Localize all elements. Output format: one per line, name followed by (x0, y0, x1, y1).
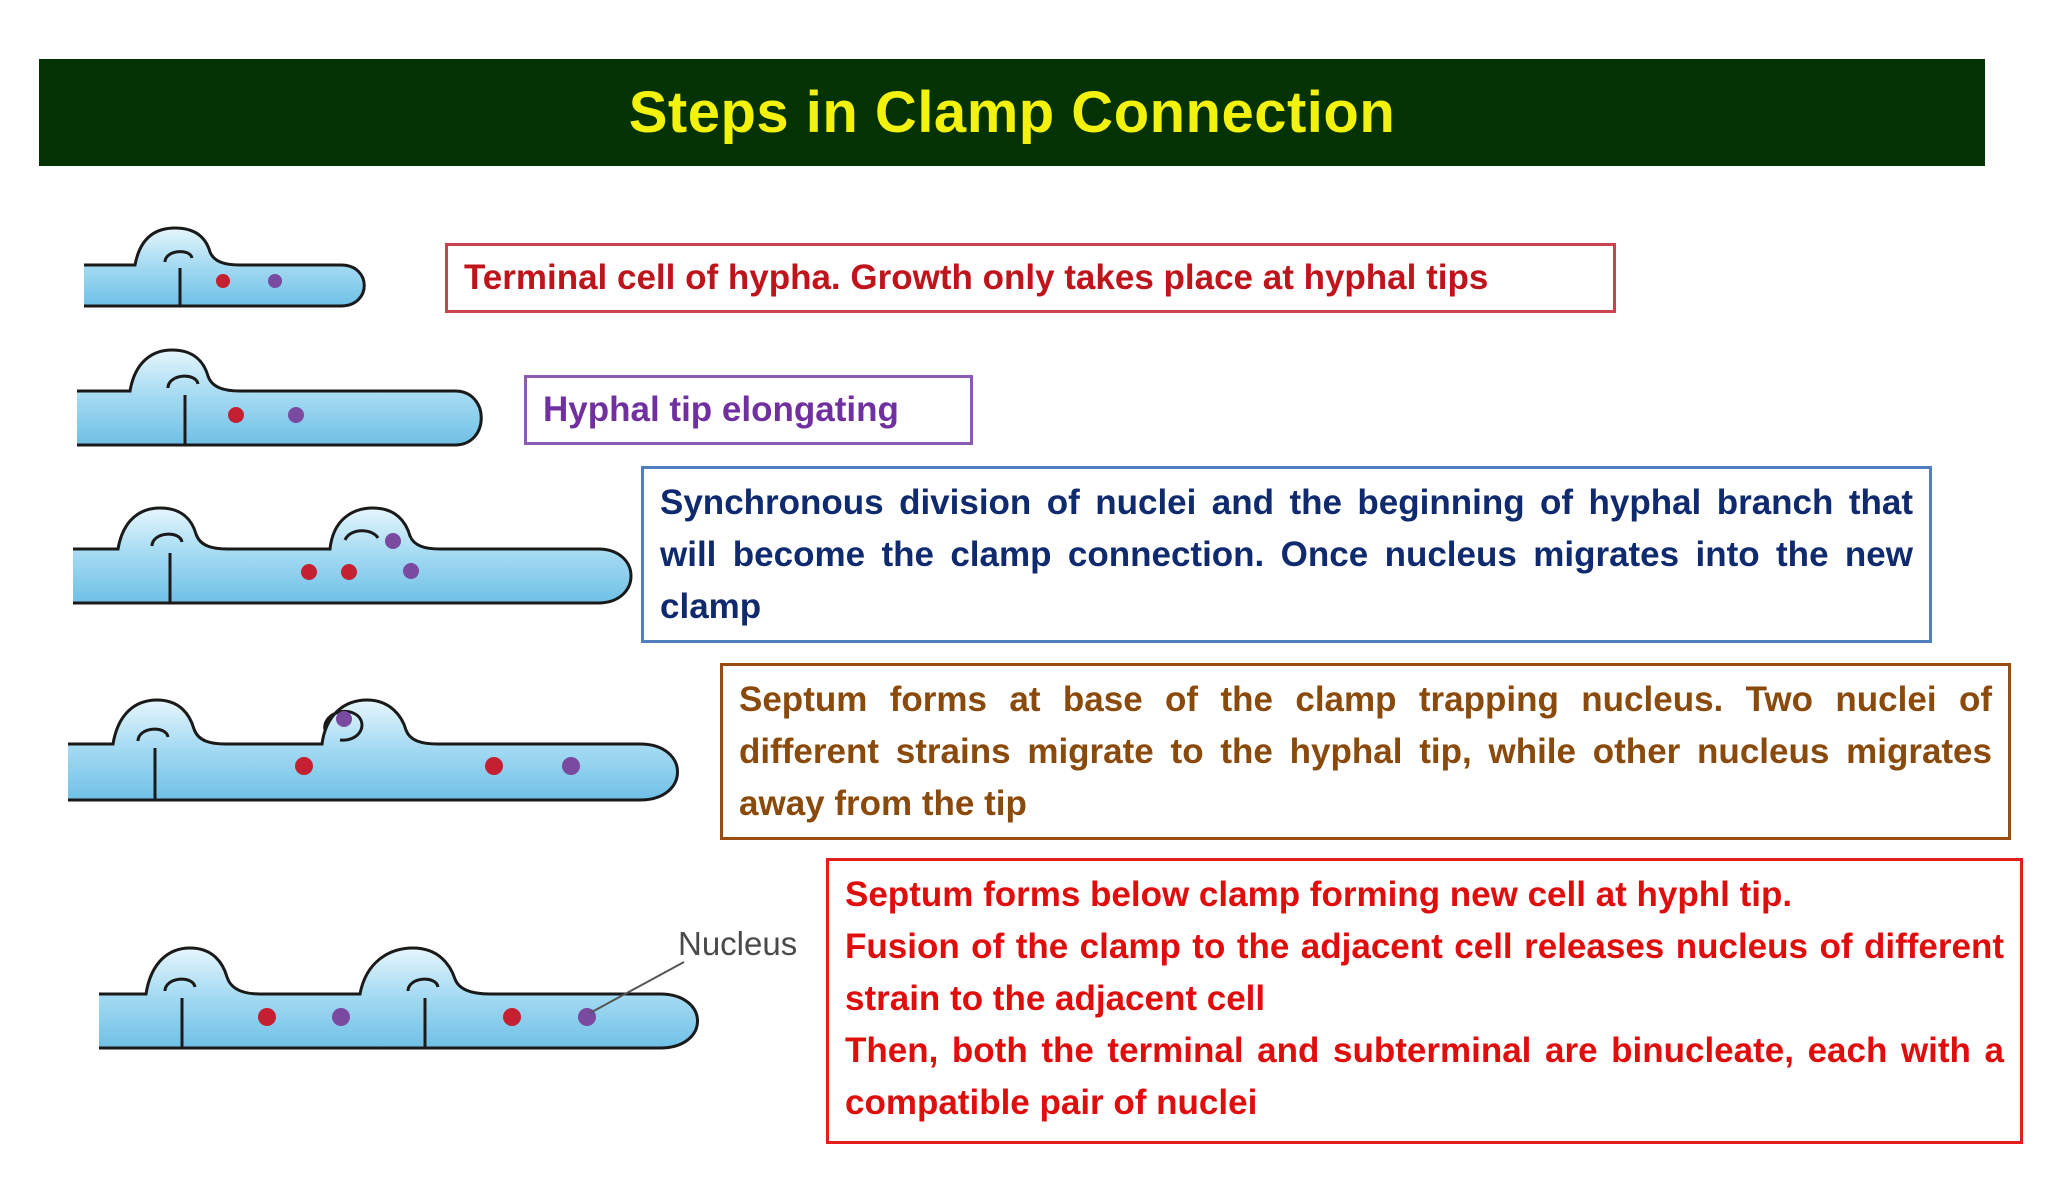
hypha-outline (84, 226, 366, 308)
hypha-cell (68, 700, 678, 800)
clamp-septum (323, 709, 364, 742)
clamp-hook (343, 529, 380, 541)
hypha-cell (77, 350, 482, 445)
nucleus-red (228, 407, 244, 423)
septum (163, 977, 197, 1048)
slide-title: Steps in Clamp Connection (628, 80, 1396, 145)
step-4-text: Septum forms at base of the clamp trappi… (739, 680, 1992, 823)
nucleus-red (258, 1008, 276, 1026)
nucleus-pointer-line (589, 961, 685, 1014)
step-5-line-1: Septum forms below clamp forming new cel… (845, 875, 1793, 914)
hypha-outline (77, 348, 483, 447)
nucleus-purple (385, 533, 401, 549)
step-5-box: Septum forms below clamp forming new cel… (826, 858, 2023, 1144)
hypha-cell (99, 948, 698, 1048)
hypha-outline (73, 506, 633, 605)
septum (166, 374, 200, 445)
step-4-box: Septum forms at base of the clamp trappi… (720, 663, 2011, 840)
septum (150, 532, 184, 603)
step-5-line-2: Fusion of the clamp to the adjacent cell… (845, 927, 2004, 1018)
hypha-stage-5 (99, 946, 699, 1050)
nucleus-purple (288, 407, 304, 423)
hypha-stage-1 (84, 226, 366, 308)
septum (136, 727, 170, 800)
nucleus-red (301, 564, 317, 580)
nucleus-red (503, 1008, 521, 1026)
nucleus-red (295, 757, 313, 775)
hypha-cell (84, 228, 365, 306)
hypha-cell (73, 508, 631, 603)
hypha-stage-4 (68, 698, 679, 802)
nucleus-red (341, 564, 357, 580)
nucleus-red (216, 274, 230, 288)
step-5-line-3: Then, both the terminal and subterminal … (845, 1031, 2004, 1122)
step-1-text: Terminal cell of hypha. Growth only take… (464, 258, 1489, 297)
nucleus-purple (403, 563, 419, 579)
hypha-stage-3 (73, 506, 633, 605)
step-1-box: Terminal cell of hypha. Growth only take… (445, 243, 1616, 313)
septum (163, 250, 194, 306)
nucleus-red (485, 757, 503, 775)
nucleus-purple (336, 711, 352, 727)
hypha-outline (68, 698, 679, 802)
hypha-outline (99, 946, 699, 1050)
hypha-stage-2 (77, 348, 483, 447)
nucleus-purple (268, 274, 282, 288)
nucleus-purple (562, 757, 580, 775)
nucleus-purple (332, 1008, 350, 1026)
title-bar: Steps in Clamp Connection (39, 59, 1985, 166)
step-2-box: Hyphal tip elongating (524, 375, 973, 445)
septum (406, 977, 440, 1048)
step-3-text: Synchronous division of nuclei and the b… (660, 483, 1913, 626)
step-2-text: Hyphal tip elongating (543, 390, 899, 429)
nucleus-label: Nucleus (678, 925, 798, 962)
step-3-box: Synchronous division of nuclei and the b… (641, 466, 1932, 643)
